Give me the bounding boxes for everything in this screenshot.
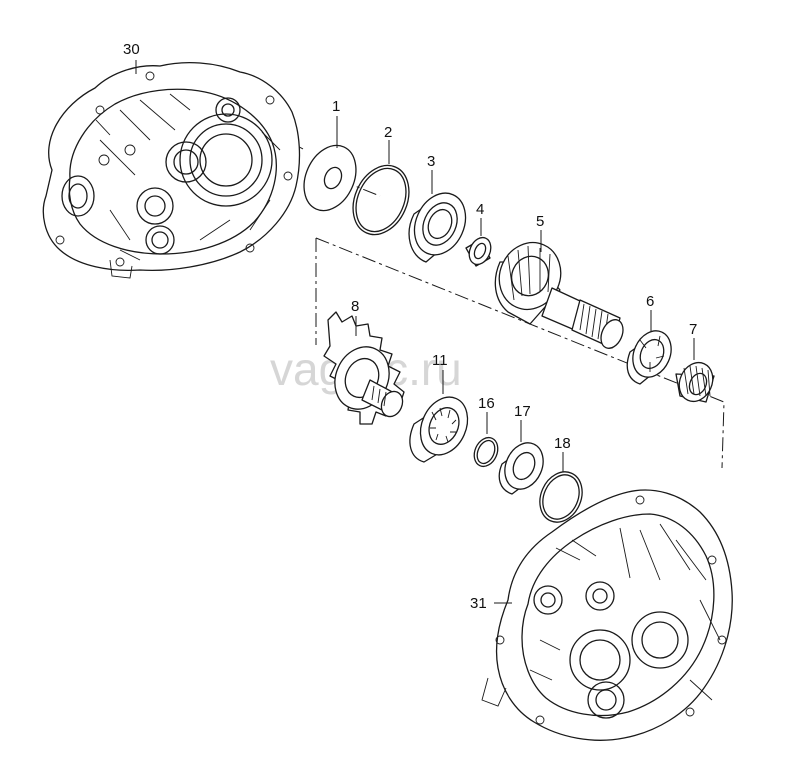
part-17-bearing [498,442,544,495]
label-4: 4 [476,201,484,218]
label-3: 3 [427,153,435,170]
part-1-washer [303,144,357,212]
label-2: 2 [384,124,392,141]
label-17: 17 [514,403,531,420]
part-5-shaft [494,241,624,349]
label-16: 16 [478,395,495,412]
label-7: 7 [689,321,697,338]
part-6-bearing [626,330,672,385]
label-30: 30 [123,41,140,58]
housing-31 [481,489,733,741]
label-8: 8 [351,298,359,315]
part-2-ring [352,164,410,236]
part-18-ring [539,471,583,523]
part-7-needle-bearing [675,361,715,403]
label-6: 6 [646,293,654,310]
housing-30 [42,61,301,279]
label-5: 5 [536,213,544,230]
label-18: 18 [554,435,571,452]
part-4-sleeve [465,236,492,267]
part-3-bearing [408,192,467,263]
part-8-gear [323,311,405,425]
part-16-circlip [473,436,499,468]
label-11: 11 [432,352,448,369]
label-1: 1 [332,98,340,115]
part-11-sleeve [409,396,469,463]
label-31: 31 [470,595,487,612]
